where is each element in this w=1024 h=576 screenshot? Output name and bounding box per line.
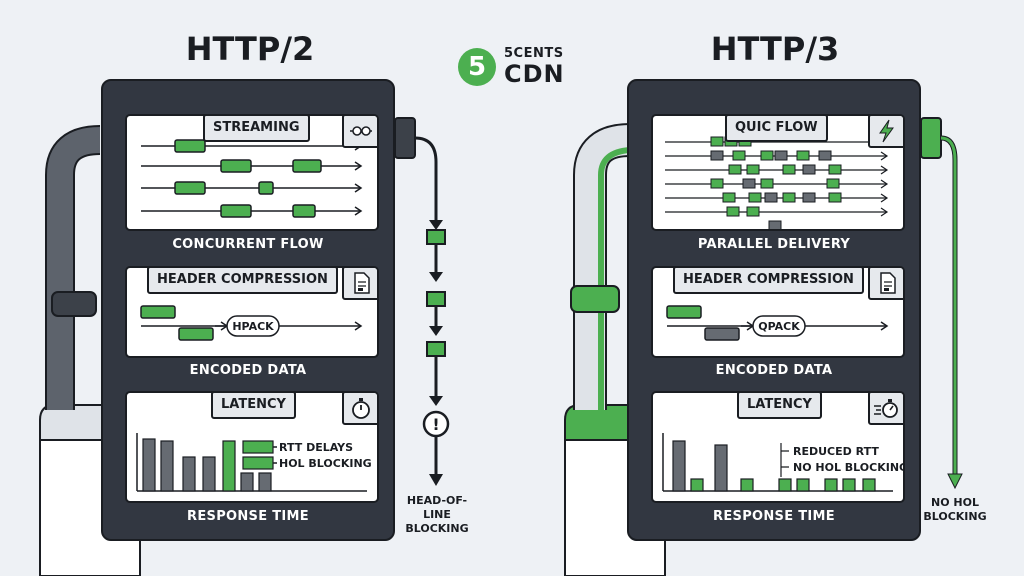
document-icon [342,268,377,300]
http2-panel: STREAMING CONCURRENT FLOW HPACK HEADER C… [101,79,395,541]
latency-chip: LATENCY [737,393,822,419]
legend-no-hol-blocking: NO HOL BLOCKING [793,461,903,474]
logo-text-bottom: CDN [504,60,565,88]
legend-rtt-delays: RTT DELAYS [279,441,353,454]
streaming-box: STREAMING [125,114,379,231]
streaming-chip: STREAMING [203,116,310,142]
lightning-icon [868,116,903,148]
http3-title: HTTP/3 [710,30,840,68]
parallel-delivery-label: PARALLEL DELIVERY [697,237,851,252]
caption-line: BLOCKING [923,510,987,523]
response-time-label: RESPONSE TIME [713,509,835,524]
concurrent-flow-label: CONCURRENT FLOW [172,237,324,252]
header-flow: HPACK [140,305,363,341]
caption-line: HEAD-OF-LINE [406,494,468,521]
fast-stopwatch-icon [868,393,903,425]
legend-reduced-rtt: REDUCED RTT [793,445,879,458]
header-compression-chip: HEADER COMPRESSION [147,268,338,294]
stopwatch-icon [342,393,377,425]
header-flow: QPACK [666,305,889,341]
http2-title: HTTP/2 [185,30,315,68]
logo-text-top: 5CENTS [504,46,564,61]
latency-chart: REDUCED RTT NO HOL BLOCKING [662,433,903,492]
svg-text:!: ! [432,415,439,434]
brand-logo: 5 5CENTS CDN [458,44,578,90]
quic-flow-chip: QUIC FLOW [725,116,828,142]
header-compression-box: HPACK HEADER COMPRESSION [125,266,379,358]
http3-panel: QUIC FLOW PARALLEL DELIVERY QPACK HEADER… [627,79,921,541]
encoded-data-label: ENCODED DATA [189,363,307,378]
caption-line: NO HOL [931,496,979,509]
stream-lines [141,139,363,218]
response-time-label: RESPONSE TIME [187,509,309,524]
hol-blocking-caption: HEAD-OF-LINE BLOCKING [396,494,478,536]
header-compression-chip: HEADER COMPRESSION [673,268,864,294]
quic-flow-box: QUIC FLOW [651,114,905,231]
latency-box: RTT DELAYS HOL BLOCKING LATENCY [125,391,379,503]
legend-hol-blocking: HOL BLOCKING [279,457,372,470]
latency-chip: LATENCY [211,393,296,419]
logo-mark: 5 [458,48,496,86]
no-hol-caption: NO HOL BLOCKING [920,496,990,524]
latency-chart: RTT DELAYS HOL BLOCKING [136,433,372,492]
hpack-codec-label: HPACK [232,320,274,333]
link-icon [342,116,377,148]
document-icon [868,268,903,300]
header-compression-box: QPACK HEADER COMPRESSION [651,266,905,358]
encoded-data-label: ENCODED DATA [715,363,833,378]
caption-line: BLOCKING [405,522,469,535]
latency-box: REDUCED RTT NO HOL BLOCKING LATENCY [651,391,905,503]
qpack-codec-label: QPACK [758,320,800,333]
